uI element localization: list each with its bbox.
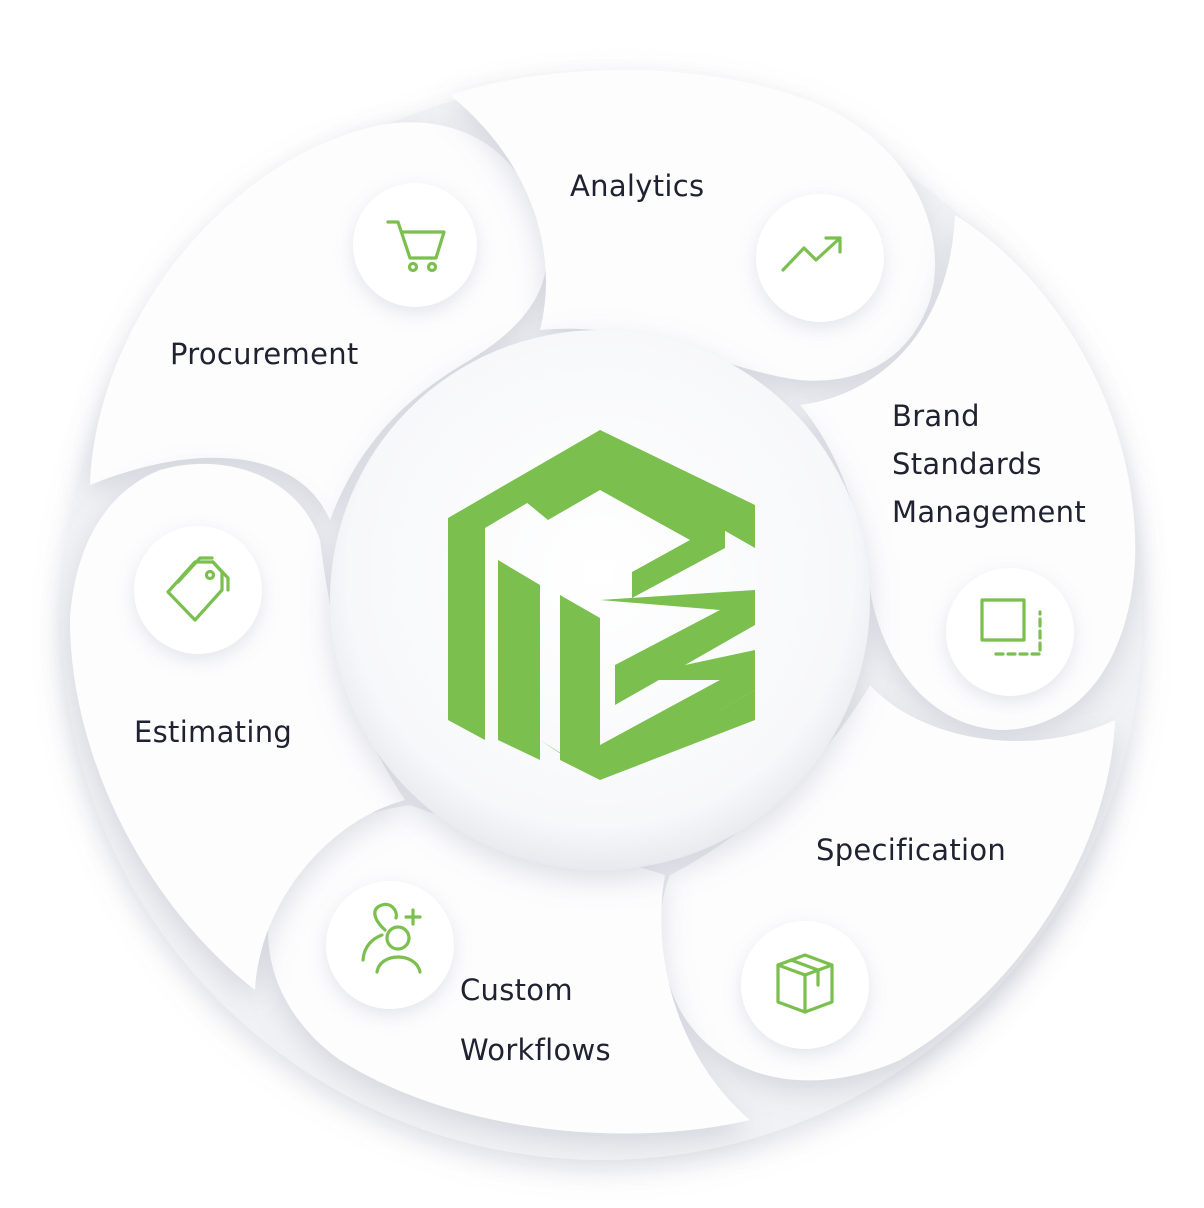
label-custom-workflows: Custom Workflows <box>460 960 611 1080</box>
layers-copy-icon <box>980 598 1042 656</box>
price-tags-icon <box>166 556 230 622</box>
label-brand-line-1: Brand <box>892 399 980 433</box>
label-estimating: Estimating <box>134 708 292 756</box>
label-brand-line-3: Management <box>892 495 1087 529</box>
label-brand-line-2: Standards <box>892 447 1042 481</box>
label-analytics-line: Analytics <box>570 169 705 203</box>
brand-standards-icon-bubble <box>946 568 1074 696</box>
label-custom-line-1: Custom <box>460 973 573 1007</box>
label-brand-standards: Brand Standards Management <box>892 392 1086 536</box>
label-procurement: Procurement <box>170 330 359 378</box>
label-analytics: Analytics <box>570 162 704 210</box>
procurement-icon-bubble <box>353 183 477 307</box>
estimating-icon-bubble <box>134 526 262 654</box>
package-box-icon <box>776 953 834 1014</box>
label-specification: Specification <box>816 826 1006 874</box>
label-specification-line: Specification <box>816 833 1007 867</box>
trend-up-icon <box>781 236 842 272</box>
label-estimating-line: Estimating <box>134 715 293 749</box>
green-cube-logo-icon <box>448 430 755 780</box>
add-user-icon <box>361 902 422 974</box>
shopping-cart-icon <box>386 220 446 273</box>
label-procurement-line: Procurement <box>170 337 359 371</box>
label-custom-line-2: Workflows <box>460 1033 611 1067</box>
